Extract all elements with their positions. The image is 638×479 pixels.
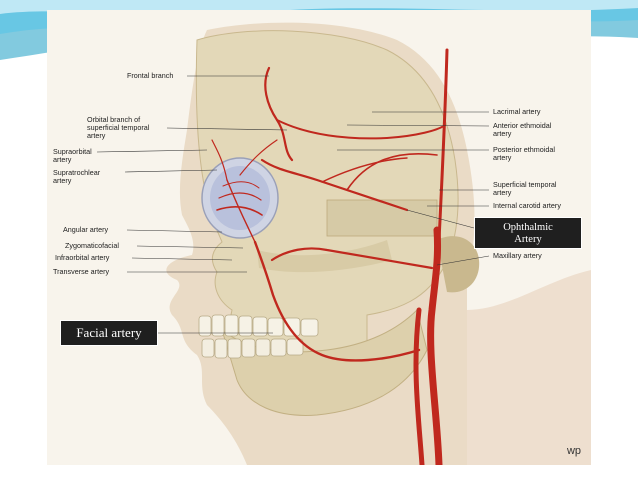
label-angular-artery: Angular artery xyxy=(63,225,109,234)
label-anterior-ethmoidal-line2: artery xyxy=(493,129,512,138)
label-superficial-temporal-line2: artery xyxy=(493,188,512,197)
label-supratrochlear-line1: Supratrochlear xyxy=(53,168,101,177)
label-zygomaticofacial: Zygomaticofacial xyxy=(65,241,119,250)
ophthalmic-artery-annotation: Ophthalmic Artery xyxy=(474,217,582,249)
label-anterior-ethmoidal-line1: Anterior ethmoidal xyxy=(493,121,552,130)
label-maxillary-artery: Maxillary artery xyxy=(493,251,542,260)
label-superficial-temporal-line1: Superficial temporal xyxy=(493,180,557,189)
label-infraorbital-artery: Infraorbital artery xyxy=(55,253,110,262)
label-orbital-branch-line2: superficial temporal xyxy=(87,123,150,132)
label-orbital-branch-line1: Orbital branch of xyxy=(87,115,141,124)
label-supratrochlear-line2: artery xyxy=(53,176,72,185)
label-supraorbital-line1: Supraorbital xyxy=(53,147,92,156)
watermark: wp xyxy=(566,445,581,457)
label-internal-carotid-artery: Internal carotid artery xyxy=(493,201,561,210)
label-orbital-branch-line3: artery xyxy=(87,131,106,140)
label-posterior-ethmoidal-line2: artery xyxy=(493,153,512,162)
skull-illustration xyxy=(96,22,591,465)
label-supraorbital-line2: artery xyxy=(53,155,72,164)
facial-artery-text: Facial artery xyxy=(76,325,142,340)
anatomy-figure: Frontal branch Orbital branch of superfi… xyxy=(47,10,591,465)
ophthalmic-text-line2: Artery xyxy=(514,234,542,245)
label-lacrimal-artery: Lacrimal artery xyxy=(493,107,541,116)
facial-artery-annotation: Facial artery xyxy=(60,320,158,346)
ophthalmic-text-line1: Ophthalmic xyxy=(503,222,553,233)
label-transverse-artery: Transverse artery xyxy=(53,267,110,276)
label-posterior-ethmoidal-line1: Posterior ethmoidal xyxy=(493,145,555,154)
label-frontal-branch: Frontal branch xyxy=(127,71,174,80)
